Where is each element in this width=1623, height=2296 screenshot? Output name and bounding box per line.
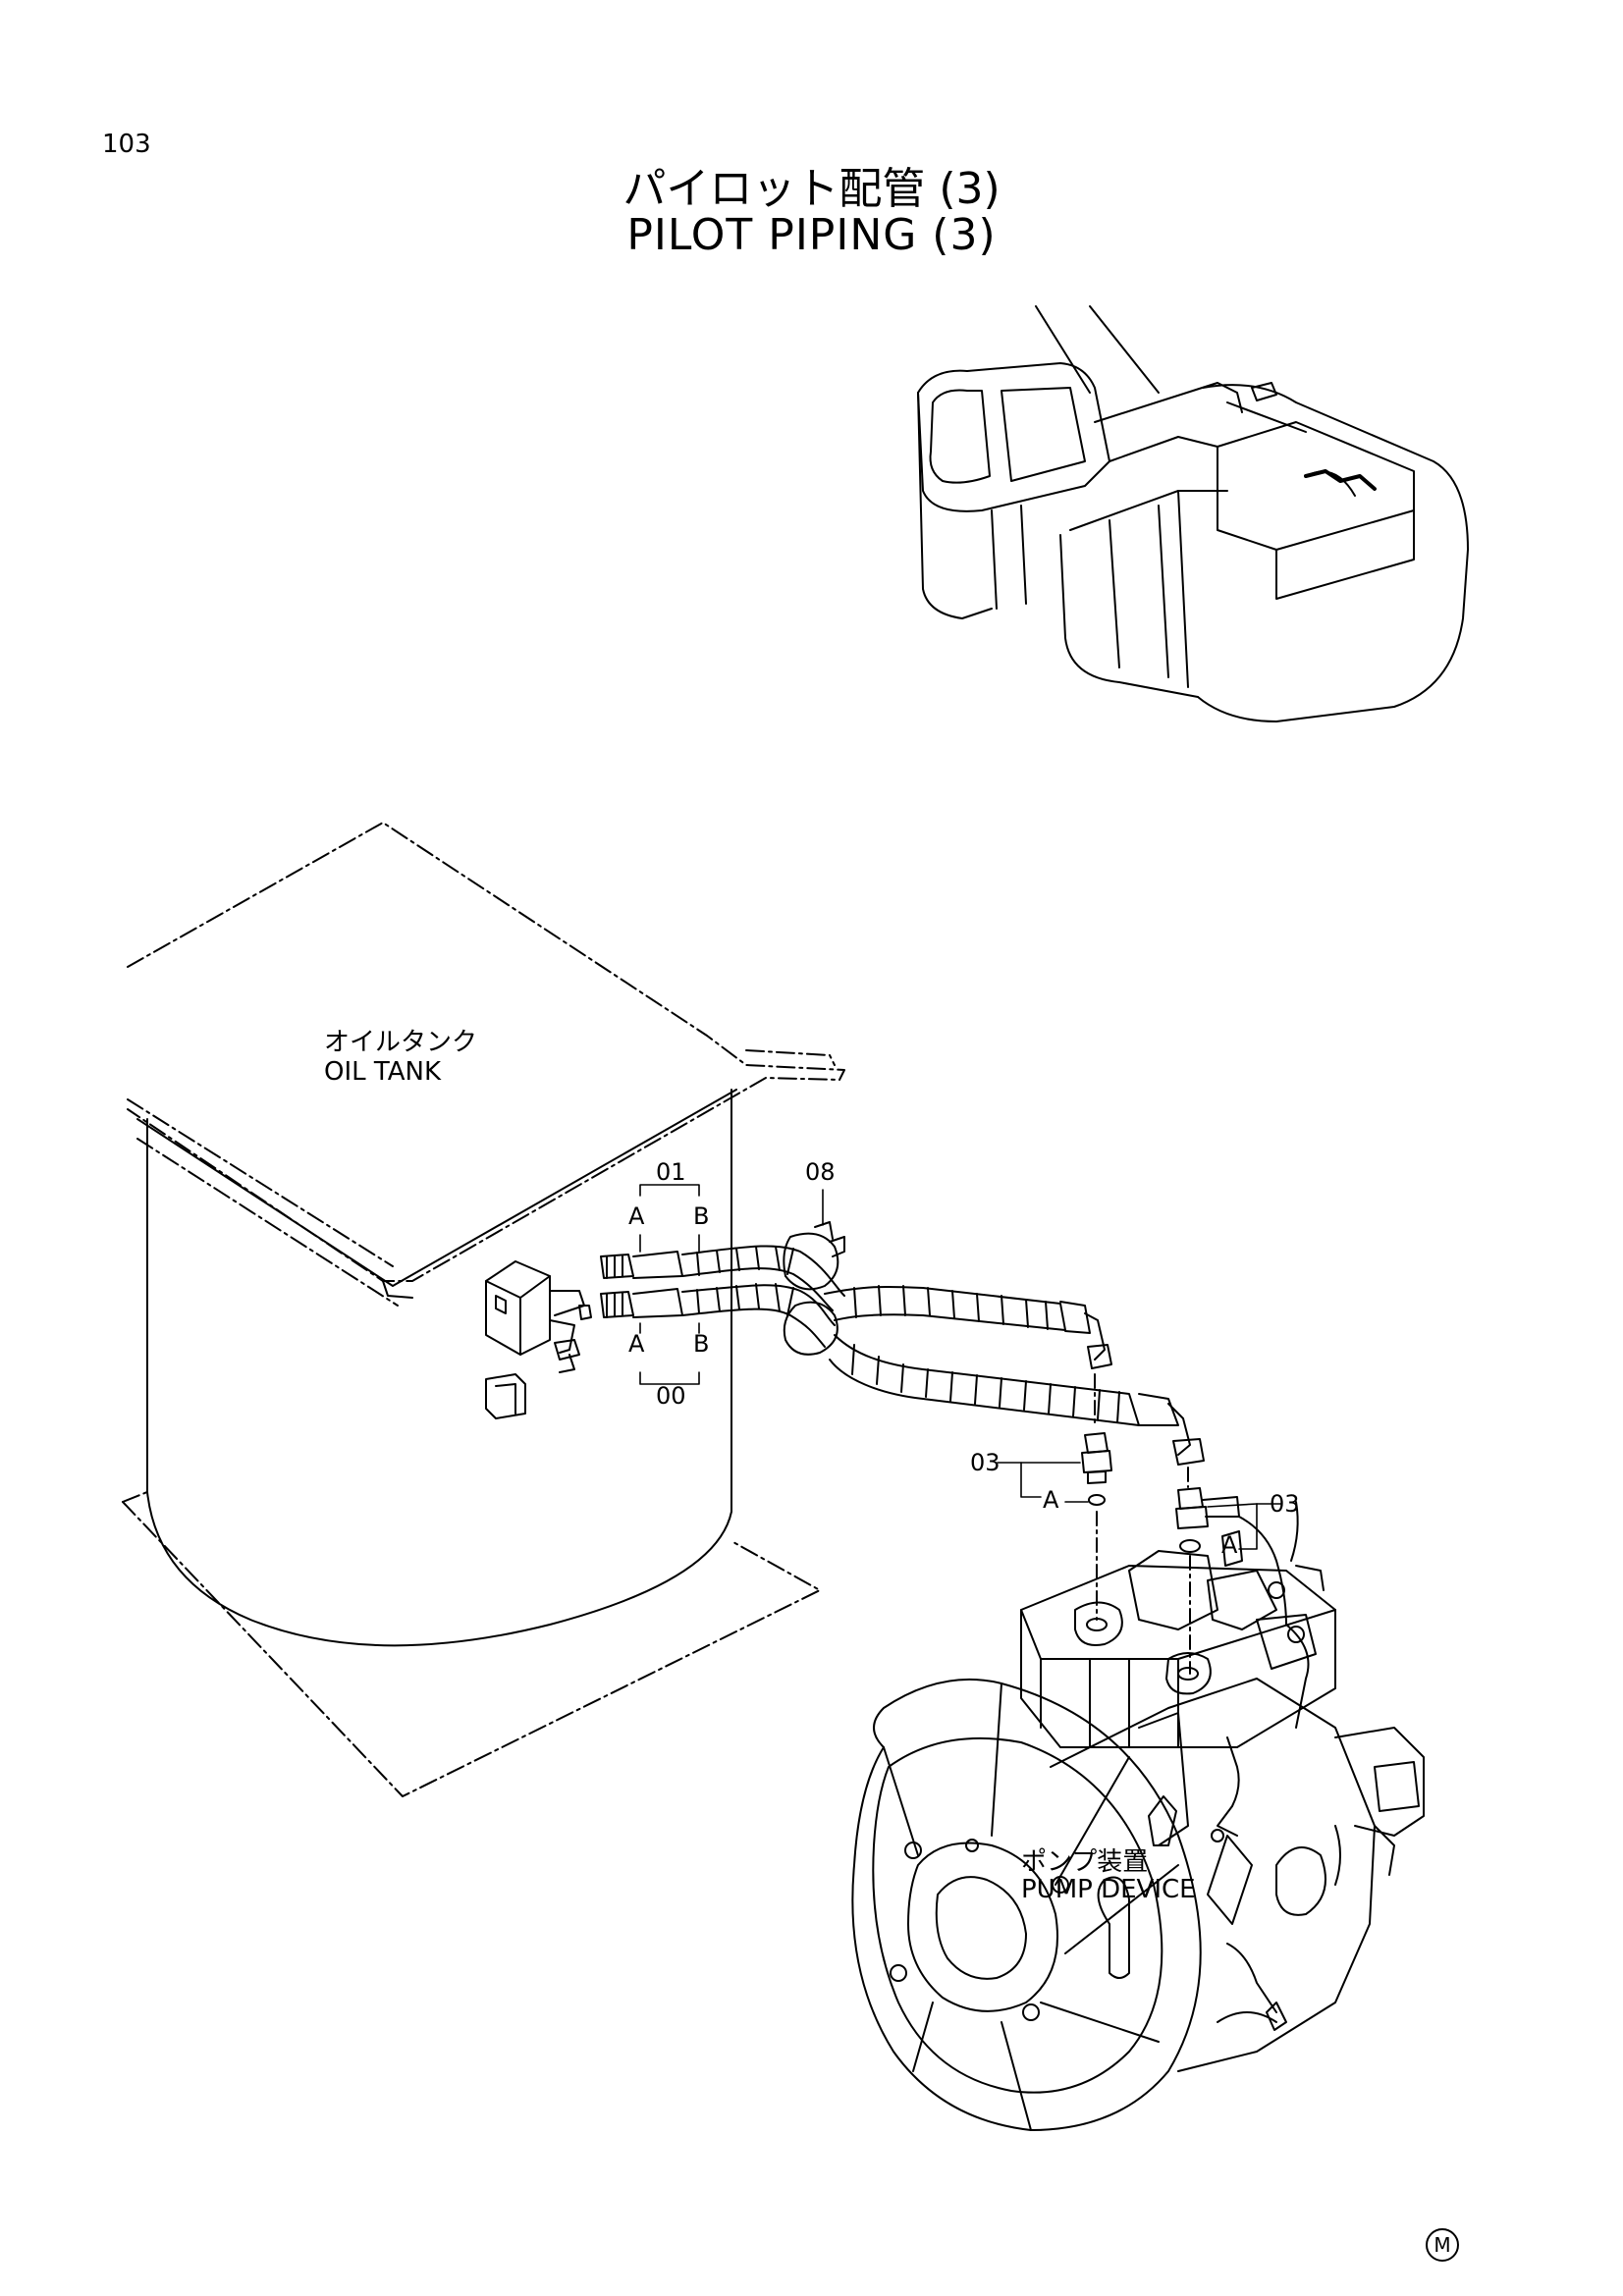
- callout-leaders: [639, 1184, 1282, 1550]
- part-number-03-left: 03: [970, 1449, 1001, 1476]
- page-title-english: PILOT PIPING (3): [626, 210, 997, 260]
- hose-end-a-lower: A: [628, 1330, 645, 1358]
- pump-device-label-english: PUMP DEVICE: [1021, 1875, 1196, 1904]
- page-number: 103: [102, 130, 151, 159]
- page-title-japanese: パイロット配管 (3): [622, 164, 1001, 214]
- pump-device-label-japanese: ポンプ装置: [1021, 1847, 1149, 1877]
- part-number-00: 00: [656, 1382, 686, 1410]
- fitting-a-left: A: [1043, 1486, 1059, 1514]
- hose-end-a-upper: A: [628, 1202, 645, 1230]
- hose-end-b-lower: B: [693, 1330, 710, 1358]
- part-number-01: 01: [656, 1158, 686, 1186]
- oil-tank-drawing: [122, 822, 845, 1797]
- fitting-a-right: A: [1221, 1531, 1238, 1559]
- pump-device-drawing: [851, 1550, 1425, 2131]
- excavator-overview: [917, 305, 1469, 722]
- hose-assemblies: [600, 1221, 1205, 1488]
- oil-tank-label-japanese: オイルタンク: [324, 1028, 478, 1057]
- hose-end-b-upper: B: [693, 1202, 710, 1230]
- oil-tank-label-english: OIL TANK: [324, 1057, 442, 1087]
- part-number-03-right: 03: [1270, 1490, 1300, 1518]
- circled-m-mark: M: [1426, 2228, 1459, 2262]
- part-number-08: 08: [805, 1158, 836, 1186]
- valve-block: [485, 1260, 592, 1419]
